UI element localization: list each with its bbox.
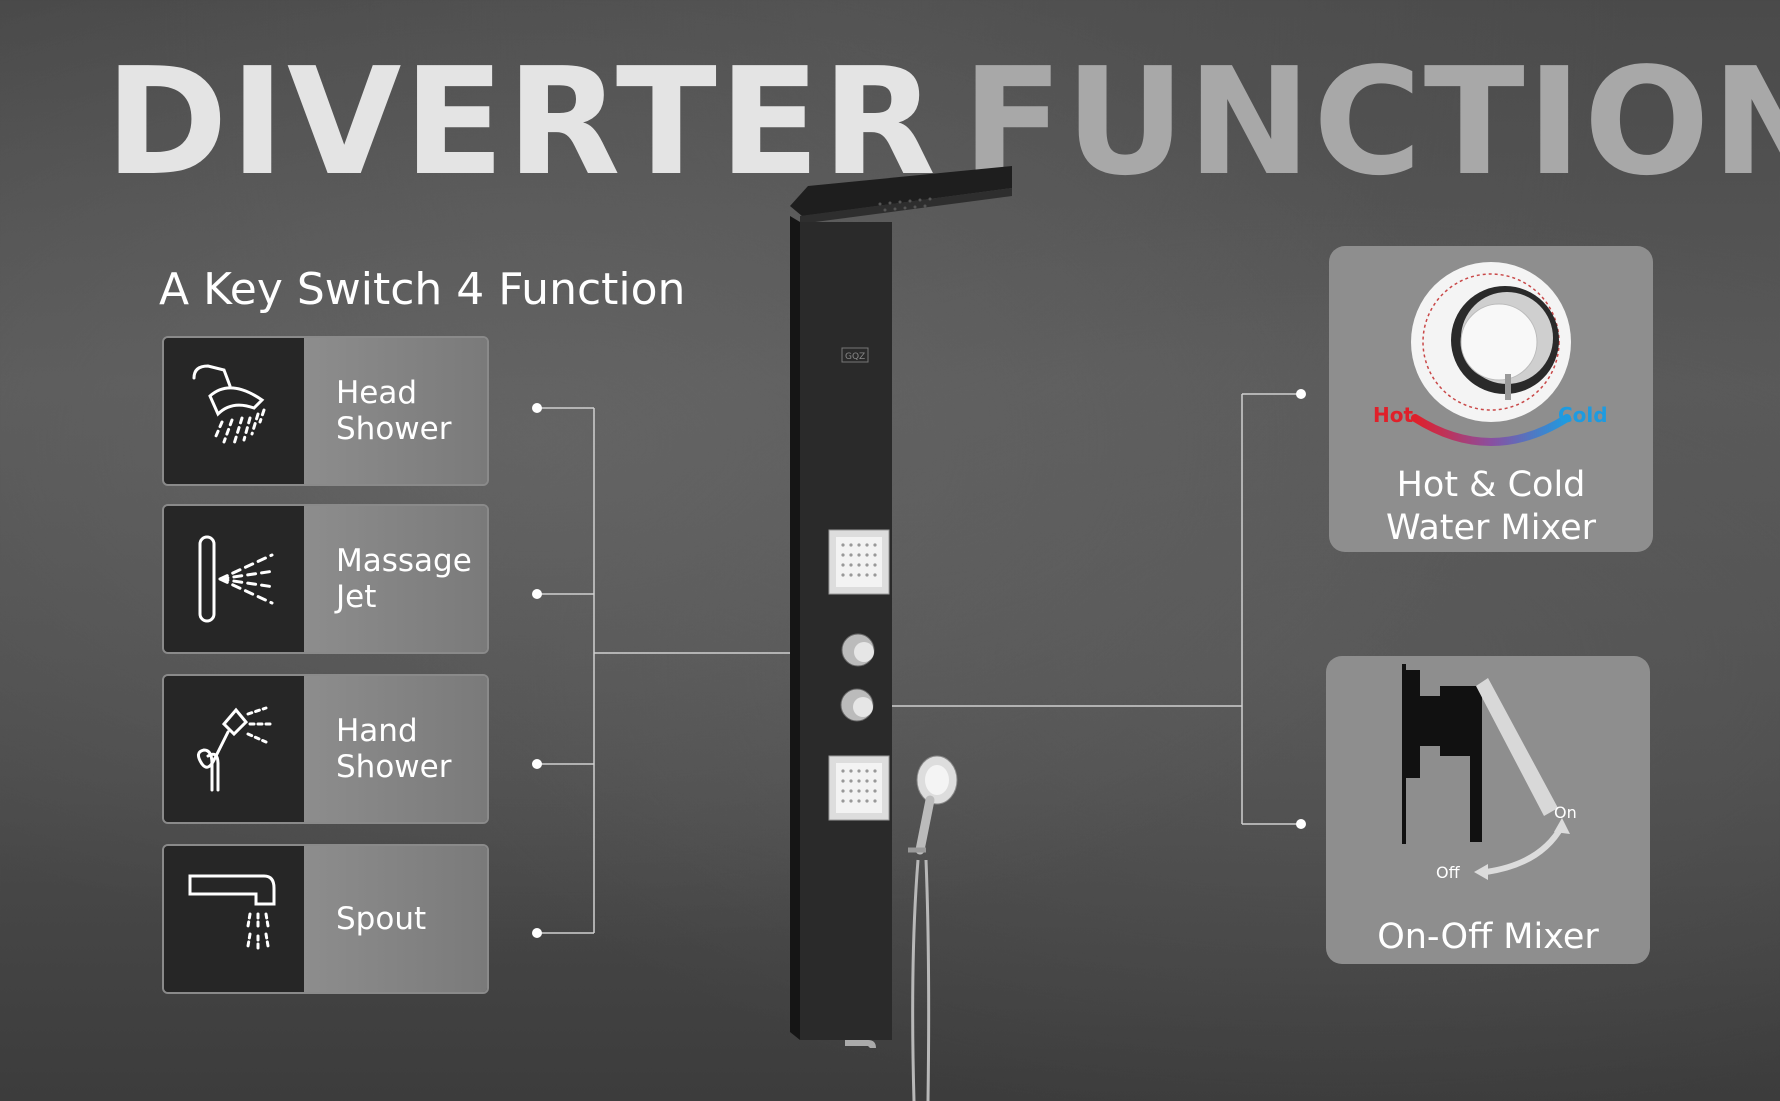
title-diverter: DIVERTER bbox=[105, 36, 938, 208]
on-off-mixer-card: On Off On-Off Mixer bbox=[1326, 656, 1650, 964]
on-label: On bbox=[1554, 803, 1577, 822]
title-function: FUNCTION bbox=[962, 36, 1780, 208]
spout-icon bbox=[164, 846, 304, 992]
massage-jet-icon bbox=[164, 506, 304, 652]
left-connector bbox=[532, 403, 840, 938]
hot-cold-valve-icon: Hot Cold bbox=[1373, 262, 1608, 446]
feature-label-line2: Jet bbox=[336, 579, 377, 615]
hot-cold-mixer-card: Hot Cold Hot & Cold Water Mixer bbox=[1329, 246, 1653, 552]
hot-label: Hot bbox=[1373, 403, 1413, 427]
on-off-mixer-label: On-Off Mixer bbox=[1377, 917, 1599, 957]
on-off-lever-icon: On Off bbox=[1402, 664, 1577, 882]
right-connector bbox=[872, 389, 1306, 829]
hot-cold-label-line1: Hot & Cold bbox=[1396, 465, 1586, 505]
feature-label-line1: Head bbox=[336, 375, 418, 411]
hot-cold-mixer-label: Hot & Cold Water Mixer bbox=[1329, 464, 1653, 550]
head-shower-icon bbox=[164, 338, 304, 484]
shower-panel: GQZ bbox=[790, 166, 1012, 1101]
feature-label-line1: Spout bbox=[336, 901, 427, 937]
feature-label-line2: Shower bbox=[336, 411, 452, 447]
feature-label-line1: Hand bbox=[336, 713, 418, 749]
subtitle: A Key Switch 4 Function bbox=[159, 264, 686, 315]
hand-shower-icon bbox=[164, 676, 304, 822]
off-label: Off bbox=[1436, 863, 1461, 882]
hot-cold-label-line2: Water Mixer bbox=[1385, 508, 1597, 548]
cold-label: Cold bbox=[1558, 403, 1608, 427]
feature-spout: Spout bbox=[162, 844, 489, 994]
jet-holes bbox=[841, 543, 877, 577]
feature-label-line2: Shower bbox=[336, 749, 452, 785]
panel-badge: GQZ bbox=[845, 352, 865, 362]
feature-label-line1: Massage bbox=[336, 543, 472, 579]
feature-label: Spout bbox=[304, 846, 487, 992]
